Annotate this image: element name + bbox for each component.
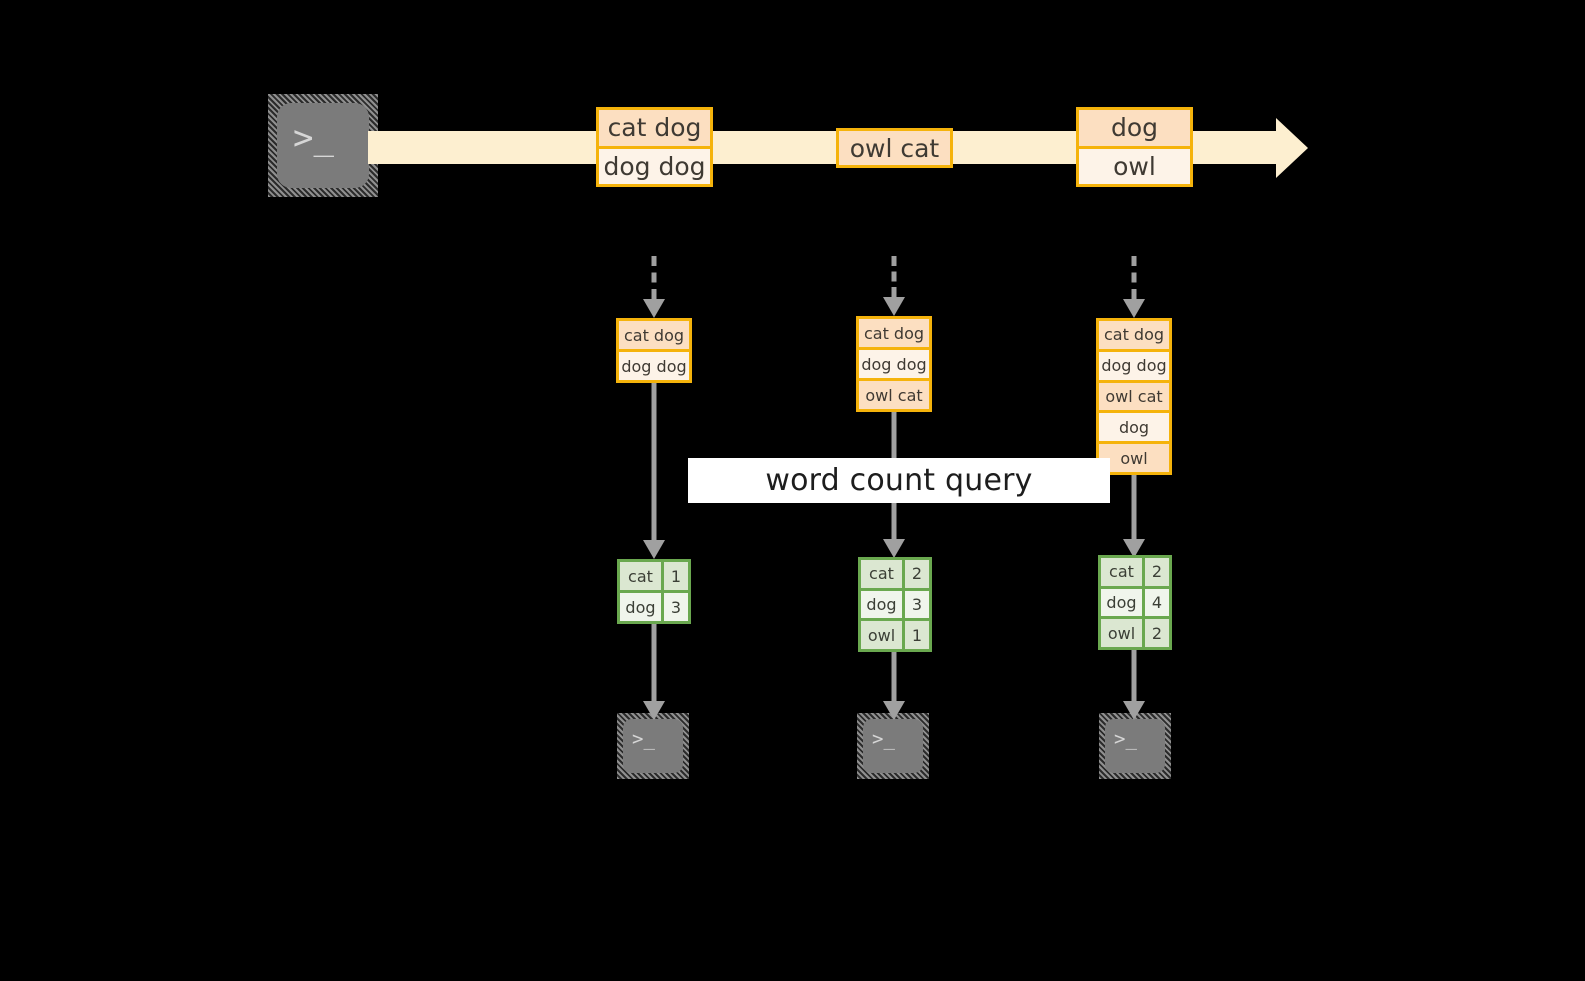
result-word: owl	[1101, 619, 1142, 648]
snapshot-2-sink-terminal-icon: >_	[857, 713, 929, 779]
result-word: cat	[1101, 558, 1142, 586]
snapshot-input-line: dog dog	[1099, 348, 1169, 380]
result-word: dog	[1101, 588, 1142, 617]
snapshot-input-line: owl cat	[859, 378, 929, 409]
stream-batch-1: cat dog dog dog	[596, 107, 713, 187]
result-word: dog	[861, 590, 902, 619]
result-word: owl	[861, 621, 902, 650]
snapshot-input-line: dog dog	[619, 349, 689, 380]
stream-batch-line: dog dog	[599, 145, 710, 184]
result-count: 1	[660, 562, 688, 590]
stream-to-snapshot-arrow-3	[1123, 256, 1145, 318]
result-count: 3	[901, 590, 929, 619]
snapshot-1-query-arrow	[643, 383, 665, 559]
stream-batch-2: owl cat	[836, 128, 953, 168]
stream-to-snapshot-arrow-2	[883, 256, 905, 316]
snapshot-1-sink-arrow	[643, 624, 665, 720]
table-row: dog 3	[620, 590, 688, 621]
table-row: owl 2	[1101, 616, 1169, 648]
snapshot-input-line: cat dog	[619, 321, 689, 349]
stream-batch-line: dog	[1079, 110, 1190, 146]
snapshot-input-line: dog dog	[859, 347, 929, 378]
snapshot-1-result-table: cat 1 dog 3	[617, 559, 691, 624]
terminal-body: >_	[623, 719, 683, 773]
snapshot-input-line: owl cat	[1099, 379, 1169, 411]
terminal-body: >_	[863, 719, 923, 773]
snapshot-3-result-table: cat 2 dog 4 owl 2	[1098, 555, 1172, 650]
result-word: cat	[861, 560, 902, 588]
result-count: 3	[660, 593, 688, 621]
result-count: 2	[901, 560, 929, 588]
snapshot-3-sink-terminal-icon: >_	[1099, 713, 1171, 779]
stream-batch-3: dog owl	[1076, 107, 1193, 187]
snapshot-input-line: cat dog	[1099, 321, 1169, 349]
table-row: cat 1	[620, 562, 688, 590]
result-count: 2	[1141, 558, 1169, 586]
terminal-prompt-glyph: >_	[632, 728, 655, 750]
result-word: dog	[620, 593, 661, 621]
terminal-prompt-glyph: >_	[1114, 728, 1137, 750]
snapshot-input-line: cat dog	[859, 319, 929, 347]
table-row: cat 2	[1101, 558, 1169, 586]
query-label-banner: word count query	[688, 458, 1110, 503]
stream-to-snapshot-arrow-1	[643, 256, 665, 318]
stream-batch-line: cat dog	[599, 110, 710, 146]
snapshot-input-line: owl	[1099, 441, 1169, 472]
table-row: owl 1	[861, 618, 929, 650]
snapshot-2-result-table: cat 2 dog 3 owl 1	[858, 557, 932, 652]
stream-batch-line: owl cat	[839, 131, 950, 165]
terminal-prompt-glyph: >_	[293, 118, 334, 158]
terminal-prompt-glyph: >_	[872, 728, 895, 750]
table-row: cat 2	[861, 560, 929, 588]
snapshot-2-sink-arrow	[883, 652, 905, 720]
table-row: dog 3	[861, 587, 929, 619]
source-terminal-icon: >_	[268, 94, 378, 197]
result-count: 1	[901, 621, 929, 650]
snapshot-3-query-arrow	[1123, 475, 1145, 558]
snapshot-1-sink-terminal-icon: >_	[617, 713, 689, 779]
snapshot-1-input-table: cat dog dog dog	[616, 318, 692, 383]
snapshot-3-input-table: cat dog dog dog owl cat dog owl	[1096, 318, 1172, 475]
stream-batch-line: owl	[1079, 145, 1190, 184]
terminal-body: >_	[277, 103, 369, 188]
snapshot-input-line: dog	[1099, 410, 1169, 442]
result-count: 4	[1141, 588, 1169, 617]
result-count: 2	[1141, 619, 1169, 648]
stream-arrow-head	[1276, 118, 1308, 178]
table-row: dog 4	[1101, 585, 1169, 617]
result-word: cat	[620, 562, 661, 590]
snapshot-2-input-table: cat dog dog dog owl cat	[856, 316, 932, 412]
snapshot-3-sink-arrow	[1123, 650, 1145, 720]
query-label: word count query	[765, 463, 1033, 498]
terminal-body: >_	[1105, 719, 1165, 773]
